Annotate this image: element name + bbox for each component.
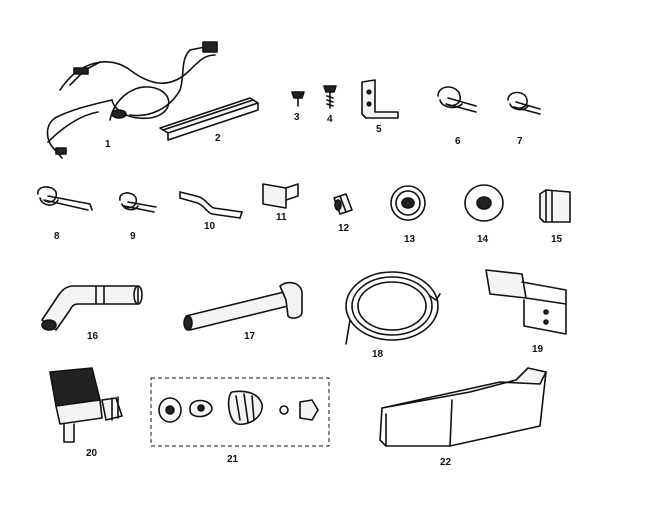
label-20: 20 [86, 448, 98, 459]
part-6-cable-clamp [437, 86, 477, 113]
part-21-fittings-kit [158, 390, 319, 426]
label-11: 11 [276, 212, 287, 223]
label-16: 16 [87, 331, 99, 342]
label-13: 13 [404, 234, 416, 245]
label-19: 19 [532, 344, 544, 355]
part-19-mounting-bracket [485, 269, 567, 335]
label-2: 2 [215, 133, 221, 144]
part-15-block [539, 189, 571, 223]
part-1-wire-harness [46, 41, 218, 159]
part-22-ice-bin [379, 367, 547, 447]
part-21-kit-frame [150, 377, 330, 447]
part-8-clip [37, 186, 93, 211]
label-17: 17 [244, 331, 256, 342]
part-20-water-valve [49, 367, 123, 443]
part-9-clip [119, 192, 157, 213]
part-7-cable-clamp [507, 91, 541, 115]
label-15: 15 [551, 234, 563, 245]
label-10: 10 [204, 221, 216, 232]
label-22: 22 [440, 457, 452, 468]
part-10-bent-strap [179, 191, 243, 219]
label-21: 21 [227, 454, 239, 465]
label-5: 5 [376, 124, 382, 135]
label-8: 8 [54, 231, 60, 242]
part-13-grommet [390, 185, 426, 221]
label-1: 1 [105, 139, 111, 150]
label-6: 6 [455, 136, 461, 147]
part-2-rail [159, 97, 259, 141]
part-16-elbow-tube [41, 285, 143, 331]
part-4-screw [323, 85, 337, 109]
label-12: 12 [338, 223, 350, 234]
label-4: 4 [327, 114, 333, 125]
label-18: 18 [372, 349, 384, 360]
part-17-fill-tube [183, 281, 303, 331]
part-3-screw [291, 91, 305, 107]
label-14: 14 [477, 234, 489, 245]
part-14-washer [464, 184, 504, 222]
part-18-coiled-tubing [345, 271, 441, 345]
label-9: 9 [130, 231, 136, 242]
part-11-bracket [262, 183, 299, 209]
part-12-connector [333, 193, 353, 215]
part-5-bracket [361, 79, 399, 119]
label-3: 3 [294, 112, 300, 123]
label-7: 7 [517, 136, 523, 147]
